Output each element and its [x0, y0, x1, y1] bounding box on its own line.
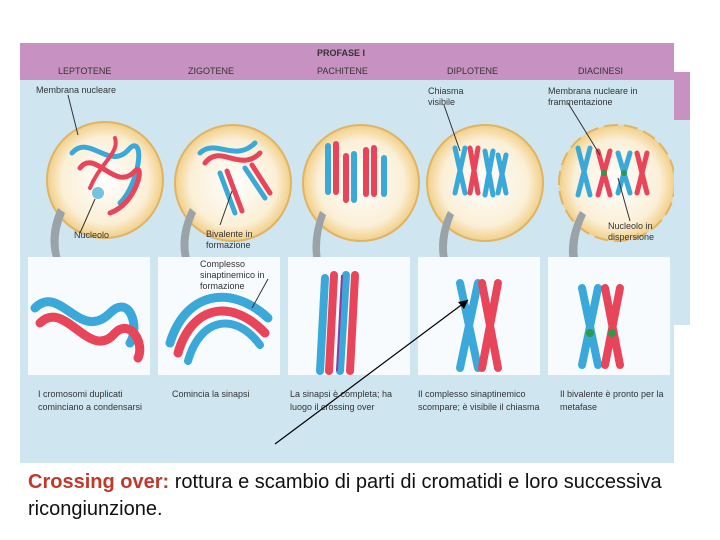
cell-zigotene [174, 124, 292, 242]
cell-pachitene [302, 124, 420, 242]
header-stage-pachitene: PACHITENE [317, 66, 368, 76]
meiosis-figure: PROFASE I LEPTOTENE ZIGOTENE PACHITENE D… [20, 43, 674, 463]
chromosomes-diacinesi [578, 284, 624, 369]
header-group-title: PROFASE I [317, 48, 366, 58]
label-nucleolo-dispersione: Nucleolo in dispersione [608, 221, 655, 242]
cell-leptotene [46, 121, 164, 239]
label-bivalente-formazione: Bivalente in formazione [206, 229, 253, 250]
stage-caption-3: La sinapsi è completa; ha luogo il cross… [290, 389, 393, 412]
caption-text: rottura e scambio di parti di cromatidi … [28, 471, 662, 520]
stage-caption-2: Comincia la sinapsi [172, 389, 250, 399]
side-strip [674, 120, 690, 325]
figure-header [20, 43, 674, 80]
side-tab [674, 72, 690, 120]
cell-diplotene [426, 124, 544, 242]
caption-keyword: Crossing over: [28, 471, 170, 493]
header-stage-diplotene: DIPLOTENE [447, 66, 499, 76]
stage-caption-4: Il complesso sinaptinemico scompare; è v… [418, 389, 540, 412]
stage-caption-1: I cromosomi duplicati cominciano a conde… [38, 389, 143, 412]
label-chiasma-visibile: Chiasma visibile [428, 86, 464, 107]
stage-caption-5: Il bivalente è pronto per la metafase [560, 389, 664, 412]
chromosomes-leptotene [30, 297, 145, 363]
header-stage-zigotene: ZIGOTENE [188, 66, 235, 76]
header-stage-leptotene: LEPTOTENE [58, 66, 112, 76]
chromosomes-zigotene [165, 292, 273, 365]
cell-diacinesi [558, 124, 674, 242]
label-membrana-frammentazione: Membrana nucleare in frammentazione [548, 86, 638, 107]
leader-lines [67, 94, 631, 309]
label-nucleolo: Nucleolo [74, 230, 110, 240]
header-stage-diacinesi: DIACINESI [578, 66, 624, 76]
label-membrana-nucleare: Membrana nucleare [36, 85, 117, 95]
main-caption: Crossing over: rottura e scambio di part… [28, 469, 688, 523]
label-complesso-formazione: Complesso sinaptinemico in formazione [200, 259, 265, 291]
